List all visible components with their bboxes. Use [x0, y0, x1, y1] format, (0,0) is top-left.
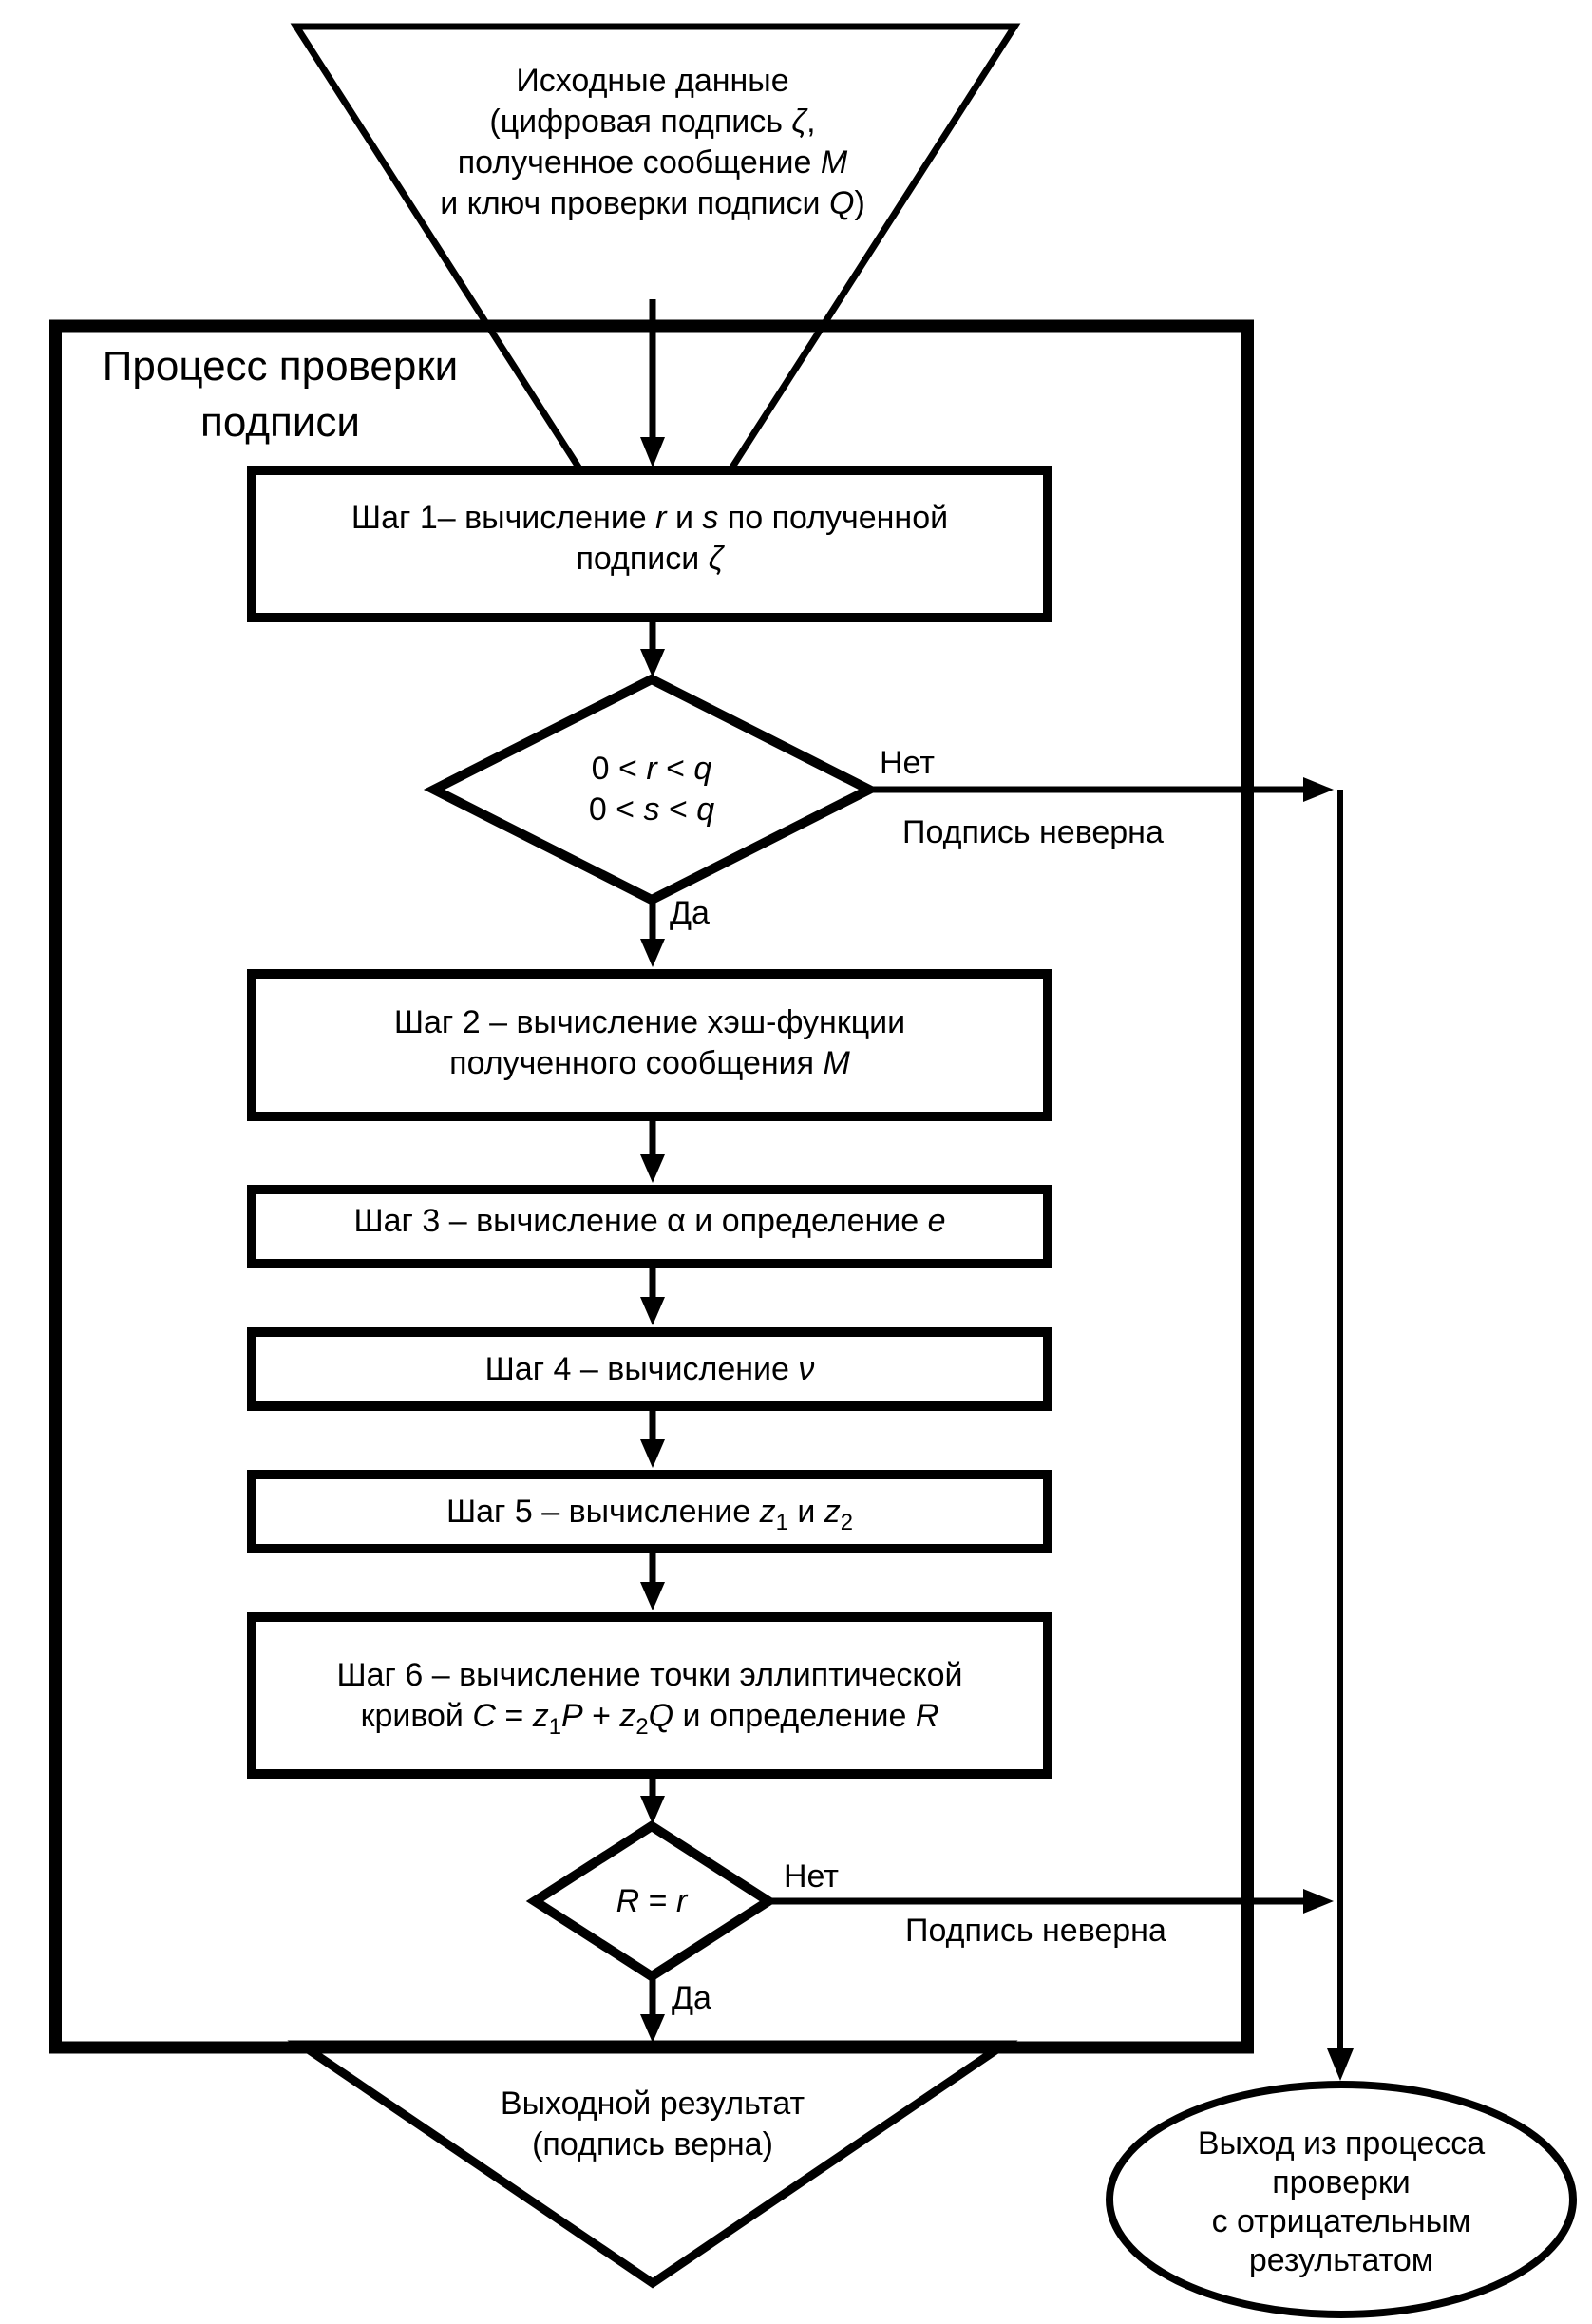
decision2-no-arrow	[768, 1889, 1334, 1914]
output-triangle-text: Выходной результат(подпись верна)	[500, 2086, 805, 2162]
decision-1-no-label: Нет	[880, 745, 935, 781]
flow-arrow-decision2-yes	[640, 1976, 665, 2043]
flow-arrow-step5-to-step6	[640, 1553, 665, 1610]
flow-arrow-step4-to-step5	[640, 1411, 665, 1468]
decision-2-invalid-label: Подпись неверна	[905, 1913, 1166, 1949]
step-6-box	[247, 1612, 1052, 1779]
step-2-box	[247, 969, 1052, 1121]
step-5-text: Шаг 5 – вычисление z1 и z2	[445, 1494, 854, 1535]
invalid-path-arrow	[1327, 790, 1354, 2081]
step-5-box	[247, 1470, 1052, 1553]
step-3-text: Шаг 3 – вычисление α и определение e	[353, 1203, 946, 1239]
exit-ellipse-shape	[1106, 2081, 1577, 2318]
flow-arrow-input-to-step1	[640, 299, 665, 467]
flow-arrow-decision1-yes	[640, 900, 665, 967]
decision-2-diamond	[525, 1820, 778, 1982]
step-4-text: Шаг 4 – вычисление ν	[484, 1351, 815, 1387]
decision1-no-arrow	[869, 777, 1334, 802]
decision-1-invalid-label: Подпись неверна	[902, 814, 1164, 850]
input-funnel-text: Исходные данные(цифровая подпись ζ,получ…	[440, 63, 865, 221]
step-1-box	[247, 466, 1052, 622]
decision-2-no-label: Нет	[784, 1858, 839, 1895]
decision-1-diamond	[423, 674, 881, 905]
flow-arrow-step3-to-step4	[640, 1268, 665, 1325]
decision-1-yes-label: Да	[670, 895, 710, 931]
decision-2-yes-label: Да	[672, 1980, 711, 2016]
flow-arrow-step2-to-step3	[640, 1121, 665, 1183]
step-3-box	[247, 1185, 1052, 1268]
decision-2-condition: R = r	[616, 1883, 688, 1919]
flow-arrow-step1-to-decision1	[640, 618, 665, 677]
step-4-box	[247, 1327, 1052, 1411]
flow-arrow-step6-to-decision2	[640, 1779, 665, 1824]
